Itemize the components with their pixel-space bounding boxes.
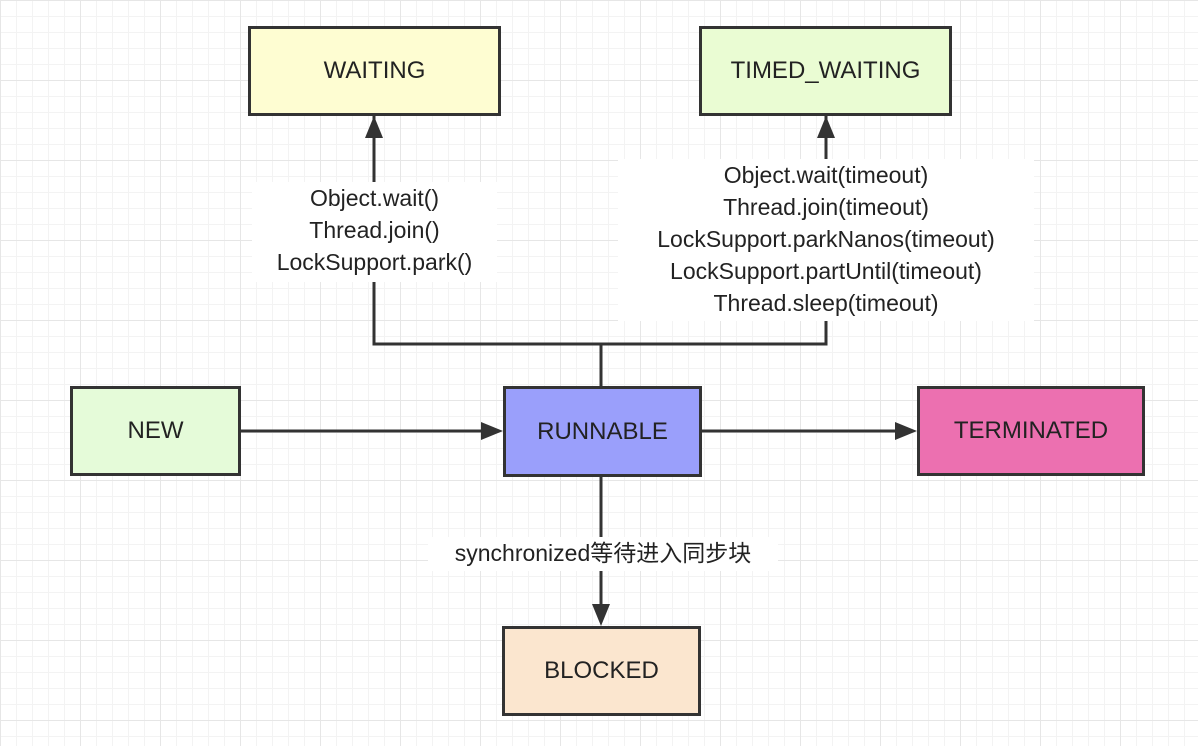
timed-waiting-method-line: Thread.sleep(timeout) xyxy=(713,290,939,316)
waiting-transition-label: Object.wait() Thread.join() LockSupport.… xyxy=(252,182,497,282)
timed-waiting-method-line: Thread.join(timeout) xyxy=(723,194,929,220)
state-new-label: NEW xyxy=(127,417,184,444)
arrowhead-blocked xyxy=(592,604,610,626)
state-runnable: RUNNABLE xyxy=(503,386,702,477)
state-blocked-label: BLOCKED xyxy=(544,657,659,684)
state-waiting: WAITING xyxy=(248,26,501,116)
timed-waiting-method-line: Object.wait(timeout) xyxy=(723,162,929,188)
blocked-transition-label: synchronized等待进入同步块 xyxy=(428,537,778,571)
state-timed-waiting-label: TIMED_WAITING xyxy=(730,57,921,84)
timed-waiting-method-line: LockSupport.partUntil(timeout) xyxy=(670,258,982,284)
state-runnable-label: RUNNABLE xyxy=(537,417,668,445)
timed-waiting-transition-label: Object.wait(timeout) Thread.join(timeout… xyxy=(618,159,1034,321)
arrowhead-runnable xyxy=(481,422,503,440)
timed-waiting-method-line: LockSupport.parkNanos(timeout) xyxy=(657,226,995,252)
state-terminated-label: TERMINATED xyxy=(953,417,1109,444)
waiting-method-line: Thread.join() xyxy=(309,217,440,243)
arrowhead-waiting xyxy=(365,116,383,138)
state-new: NEW xyxy=(70,386,241,476)
blocked-transition-text: synchronized等待进入同步块 xyxy=(454,540,752,566)
waiting-method-line: LockSupport.park() xyxy=(276,249,473,275)
waiting-method-line: Object.wait() xyxy=(309,185,440,211)
state-waiting-label: WAITING xyxy=(323,57,426,84)
arrowhead-terminated xyxy=(895,422,917,440)
state-timed-waiting: TIMED_WAITING xyxy=(699,26,952,116)
state-blocked: BLOCKED xyxy=(502,626,701,716)
state-terminated: TERMINATED xyxy=(917,386,1145,476)
arrowhead-timed-waiting xyxy=(817,116,835,138)
